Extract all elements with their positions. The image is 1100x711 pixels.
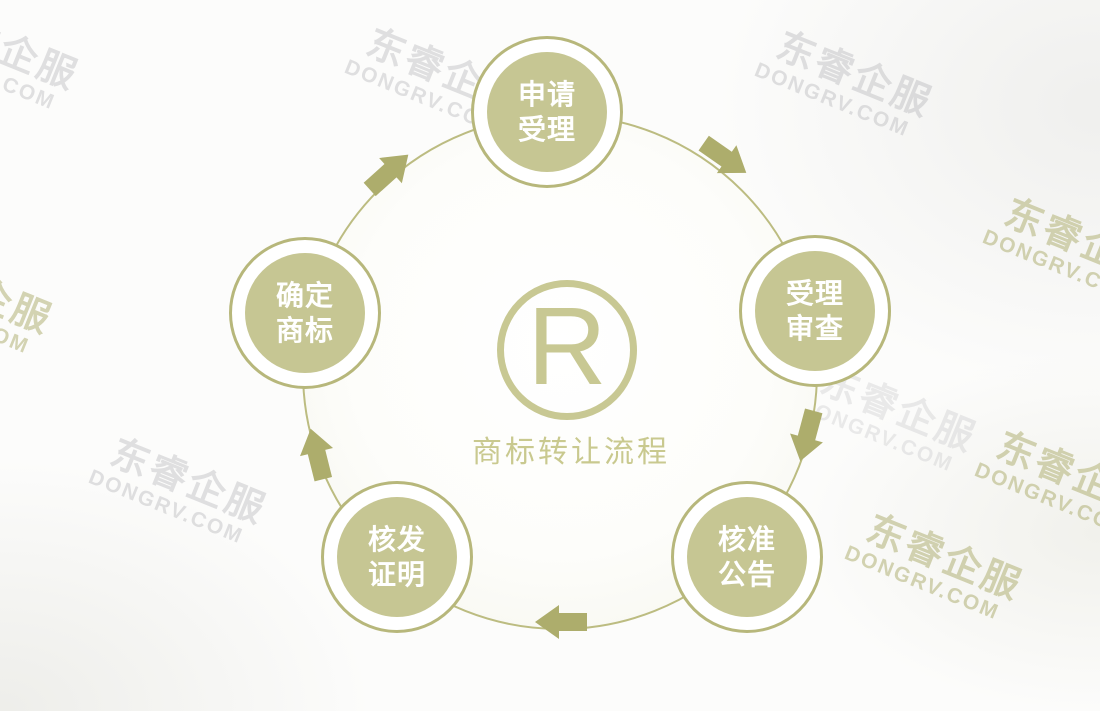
node-label-line1: 申请 <box>517 79 576 110</box>
registered-trademark-icon: R <box>497 280 637 420</box>
node-label-line1: 确定 <box>275 280 334 311</box>
node-application-acceptance: 申请 受理 <box>471 36 623 188</box>
node-issue-certificate: 核发 证明 <box>321 481 473 633</box>
flow-arrow-icon <box>363 154 409 197</box>
node-label-line2: 受理 <box>517 114 576 145</box>
node-acceptance-review: 受理 审查 <box>739 235 891 387</box>
flow-arrow-icon <box>300 428 334 482</box>
node-determine-trademark: 确定 商标 <box>229 237 381 389</box>
node-label-line2: 公告 <box>717 559 776 590</box>
node-label-line2: 审查 <box>785 313 844 344</box>
registered-r-letter: R <box>527 285 607 408</box>
node-disc: 申请 受理 <box>487 52 607 172</box>
node-label-line1: 受理 <box>785 278 844 309</box>
node-label-line1: 核准 <box>717 524 776 555</box>
flow-arrow-icon <box>535 605 587 639</box>
diagram-title: 商标转让流程 <box>472 436 670 469</box>
node-disc: 受理 审查 <box>755 251 875 371</box>
node-label-line2: 证明 <box>367 559 426 590</box>
node-label-line2: 商标 <box>275 315 334 346</box>
flow-arrow-icon <box>790 408 823 462</box>
node-approval-announcement: 核准 公告 <box>671 481 823 633</box>
node-disc: 核准 公告 <box>687 497 807 617</box>
node-disc: 确定 商标 <box>245 253 365 373</box>
node-label-line1: 核发 <box>367 524 426 555</box>
flow-arrow-icon <box>698 135 747 174</box>
node-disc: 核发 证明 <box>337 497 457 617</box>
